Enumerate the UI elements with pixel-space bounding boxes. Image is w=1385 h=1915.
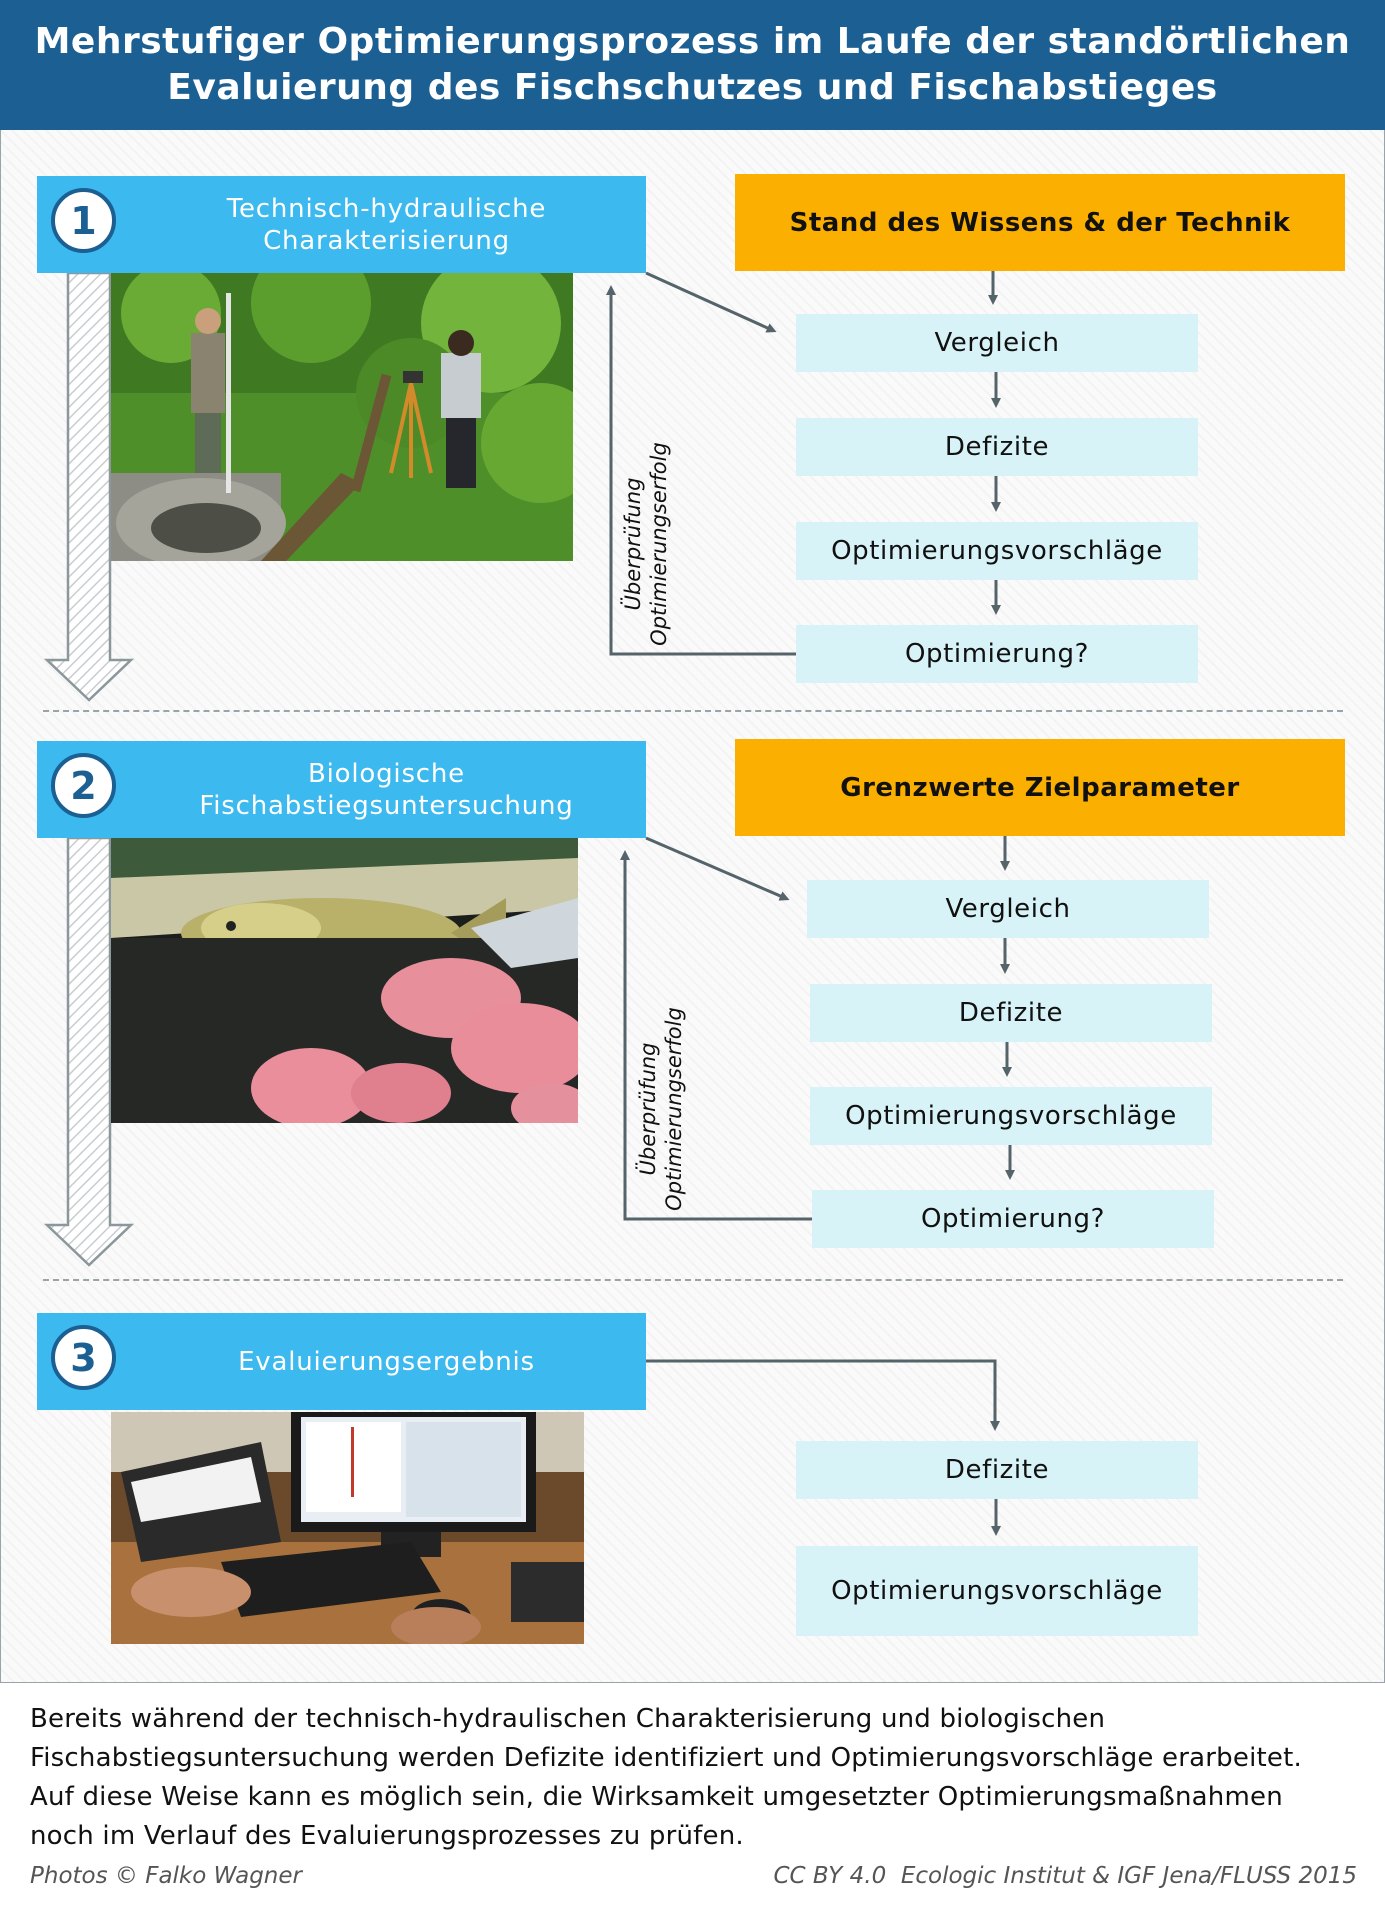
summary-line1: Bereits während der technisch-hydraulisc… — [30, 1704, 1106, 1734]
photo-fish-measurement — [111, 838, 578, 1123]
section-divider-2 — [43, 1279, 1343, 1281]
stage1-title-line2: Charakterisierung — [263, 225, 510, 256]
stage2-step-defizite: Defizite — [810, 984, 1212, 1042]
stage3-title: Evaluierungsergebnis — [238, 1346, 535, 1377]
stage1-number-badge: 1 — [51, 188, 116, 253]
stage1-reference-box: Stand des Wissens & der Technik — [735, 174, 1345, 271]
photo-computer-evaluation — [111, 1412, 584, 1644]
header-title-line1: Mehrstufiger Optimierungsprozess im Lauf… — [34, 21, 1351, 62]
stage1-feedback-arrow — [606, 285, 796, 656]
summary-line4: noch im Verlauf des Evaluierungsprozesse… — [30, 1821, 744, 1851]
summary-line2: Fischabstiegsuntersuchung werden Defizit… — [30, 1743, 1302, 1773]
stage2-step-optimierungsvorschlaege: Optimierungsvorschläge — [810, 1087, 1212, 1145]
stage3-step-optimierungsvorschlaege: Optimierungsvorschläge — [796, 1546, 1198, 1636]
stage1-step-optimierungsvorschlaege: Optimierungsvorschläge — [796, 522, 1198, 580]
stage2-number-badge: 2 — [51, 753, 116, 818]
stage2-step-optimierung: Optimierung? — [812, 1190, 1214, 1248]
stage2-header: 2 Biologische Fischabstiegsuntersuchung — [37, 741, 646, 838]
summary-text: Bereits während der technisch-hydraulisc… — [30, 1700, 1360, 1856]
stage2-title-line1: Biologische — [308, 758, 465, 789]
stage3-to-defizite-arrow — [646, 1359, 1000, 1431]
stage1-title-line1: Technisch-hydraulische — [226, 193, 547, 224]
section-divider-1 — [43, 710, 1343, 712]
license-credit: CC BY 4.0 Ecologic Institut & IGF Jena/F… — [773, 1863, 1357, 1889]
stage2-reference-box: Grenzwerte Zielparameter — [735, 739, 1345, 836]
stage1-step-defizite: Defizite — [796, 418, 1198, 476]
stage3-number-badge: 3 — [51, 1325, 116, 1390]
summary-line3: Auf diese Weise kann es möglich sein, di… — [30, 1782, 1283, 1812]
stage2-title-line2: Fischabstiegsuntersuchung — [199, 790, 574, 821]
header-title-line2: Evaluierung des Fischschutzes und Fischa… — [167, 67, 1218, 108]
stage3-header: 3 Evaluierungsergebnis — [37, 1313, 646, 1410]
page-header: Mehrstufiger Optimierungsprozess im Lauf… — [0, 0, 1385, 130]
stage3-step-defizite: Defizite — [796, 1441, 1198, 1499]
stage2-header-to-vergleich-arrow — [645, 836, 790, 901]
stage1-step-optimierung: Optimierung? — [796, 625, 1198, 683]
stage1-header: 1 Technisch-hydraulische Charakterisieru… — [37, 176, 646, 273]
stage2-down-arrow — [43, 836, 135, 1267]
stage2-step-vergleich: Vergleich — [807, 880, 1209, 938]
stage2-feedback-arrow — [620, 850, 812, 1221]
photo-field-survey — [111, 273, 573, 561]
photo-credit: Photos © Falko Wagner — [30, 1863, 302, 1889]
stage1-header-to-vergleich-arrow — [645, 271, 777, 333]
stage1-down-arrow — [43, 271, 135, 702]
stage1-step-vergleich: Vergleich — [796, 314, 1198, 372]
